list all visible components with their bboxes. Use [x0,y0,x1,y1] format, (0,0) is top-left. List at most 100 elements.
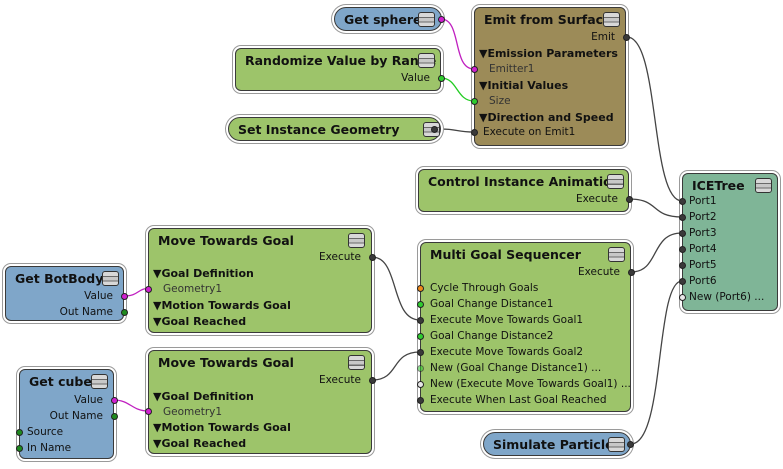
execute-goal2-port[interactable] [417,349,424,356]
icetree-port2-label: Port2 [689,211,717,223]
wire-sphere-emitter [440,18,475,70]
icetree-port2[interactable] [679,214,686,221]
icetree-new-port[interactable] [679,294,686,301]
icetree-port5[interactable] [679,262,686,269]
new-execute-goal-port[interactable] [417,381,424,388]
emit-output-port[interactable] [623,34,630,41]
new-goal-change-distance-label: New (Goal Change Distance1) ... [430,362,602,374]
wire-randomize-size [440,77,475,102]
node-menu-icon[interactable] [418,12,435,27]
out-name-output-port[interactable] [121,309,128,316]
execute-goal1-port[interactable] [417,317,424,324]
randomize-value-node[interactable]: Randomize Value by Range Value [235,48,445,91]
execute-last-goal-port[interactable] [417,397,424,404]
value-output-port[interactable] [111,397,118,404]
node-title: Move Towards Goal [158,355,294,370]
control-instance-animation-node[interactable]: Control Instance Animation Execute [418,169,633,212]
execute-output-port[interactable] [628,269,635,276]
out-name-port-label: Out Name [49,410,103,422]
wire-setgeom-execute [440,128,475,133]
output-port[interactable] [438,16,445,23]
out-name-output-port[interactable] [111,413,118,420]
icetree-port1[interactable] [679,198,686,205]
simulate-particles-node[interactable]: Simulate Particles [483,432,634,456]
group-goal-definition[interactable]: ▼Goal Definition [153,390,254,403]
in-name-input-port[interactable] [16,445,23,452]
goal-change-distance2-port[interactable] [417,333,424,340]
emit-from-surface-node[interactable]: Emit from Surface Emit ▼Emission Paramet… [471,7,630,146]
icetree-port4[interactable] [679,246,686,253]
execute-port-label: Execute [319,251,361,263]
execute-output-port[interactable] [369,377,376,384]
group-emission-parameters[interactable]: ▼Emission Parameters [479,47,618,60]
value-output-port[interactable] [438,75,445,82]
group-motion-towards-goal[interactable]: ▼Motion Towards Goal [153,299,291,312]
output-port[interactable] [627,441,634,448]
node-title: Get sphere [344,12,422,27]
geometry-input-port[interactable] [145,408,152,415]
move-towards-goal-node-1[interactable]: Move Towards Goal Execute ▼Goal Definiti… [145,228,376,333]
icetree-node[interactable]: ICETree Port1 Port2 Port3 Port4 Port5 Po… [679,173,778,311]
execute-output-port[interactable] [369,254,376,261]
in-name-port-label: In Name [27,442,72,454]
node-menu-icon[interactable] [608,437,625,452]
value-output-port[interactable] [121,293,128,300]
source-port-label: Source [27,426,64,438]
group-motion-towards-goal[interactable]: ▼Motion Towards Goal [153,421,291,434]
node-menu-icon[interactable] [102,271,119,286]
group-initial-values[interactable]: ▼Initial Values [479,79,569,92]
node-title: Get cube [29,374,92,389]
new-execute-goal-label: New (Execute Move Towards Goal1) ... [430,378,631,390]
node-menu-icon[interactable] [755,178,772,193]
node-title: Multi Goal Sequencer [430,247,581,262]
icetree-port3-label: Port3 [689,227,717,239]
cycle-through-goals-port[interactable] [417,285,424,292]
output-port[interactable] [431,126,438,133]
value-port-label: Value [84,290,113,302]
goal-change-distance1-port[interactable] [417,301,424,308]
icetree-port3[interactable] [679,230,686,237]
execute-on-emit-port[interactable] [471,129,478,136]
wire-sequencer-port3 [630,232,683,273]
get-cube-node[interactable]: Get cube Value Out Name Source In Name [16,369,118,459]
cycle-through-goals-label: Cycle Through Goals [430,282,539,294]
icetree-port1-label: Port1 [689,195,717,207]
get-sphere-node[interactable]: Get sphere [334,7,445,31]
node-title: Move Towards Goal [158,233,294,248]
execute-port-label: Execute [319,374,361,386]
node-menu-icon[interactable] [608,247,625,262]
get-botbody-node[interactable]: Get BotBody Value Out Name [5,266,128,321]
wire-simulate-port6 [630,280,683,445]
size-input-port[interactable] [471,98,478,105]
new-goal-change-distance-port[interactable] [417,365,424,372]
node-menu-icon[interactable] [348,355,365,370]
execute-port-label: Execute [576,193,618,205]
out-name-port-label: Out Name [59,306,113,318]
node-title: Control Instance Animation [428,174,621,189]
icetree-port4-label: Port4 [689,243,717,255]
geometry-input-port[interactable] [145,286,152,293]
move-towards-goal-node-2[interactable]: Move Towards Goal Execute ▼Goal Definiti… [145,350,376,454]
set-instance-geometry-node[interactable]: Set Instance Geometry [228,117,441,141]
geometry-port-label: Geometry1 [163,406,223,418]
source-input-port[interactable] [16,429,23,436]
group-goal-definition[interactable]: ▼Goal Definition [153,267,254,280]
execute-output-port[interactable] [626,196,633,203]
node-menu-icon[interactable] [91,374,108,389]
group-goal-reached[interactable]: ▼Goal Reached [153,437,247,450]
node-menu-icon[interactable] [607,174,624,189]
multi-goal-sequencer-node[interactable]: Multi Goal Sequencer Execute Cycle Throu… [417,242,635,412]
emitter-input-port[interactable] [471,66,478,73]
node-menu-icon[interactable] [418,53,435,68]
node-title: ICETree [692,178,745,193]
emitter-port-label: Emitter1 [489,63,535,75]
wire-move1-seqgoal1 [371,256,421,321]
wire-move2-seqgoal2 [371,351,421,381]
node-menu-icon[interactable] [348,233,365,248]
group-direction-speed[interactable]: ▼Direction and Speed [479,111,614,124]
icetree-port6-label: Port6 [689,275,717,287]
node-menu-icon[interactable] [603,12,620,27]
group-goal-reached[interactable]: ▼Goal Reached [153,315,247,328]
icetree-port6[interactable] [679,278,686,285]
emit-port-label: Emit [591,31,615,43]
